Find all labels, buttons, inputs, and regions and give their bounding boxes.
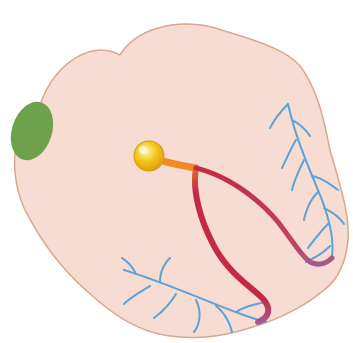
av-node-shape <box>134 141 164 171</box>
av-node-highlight <box>139 146 147 154</box>
